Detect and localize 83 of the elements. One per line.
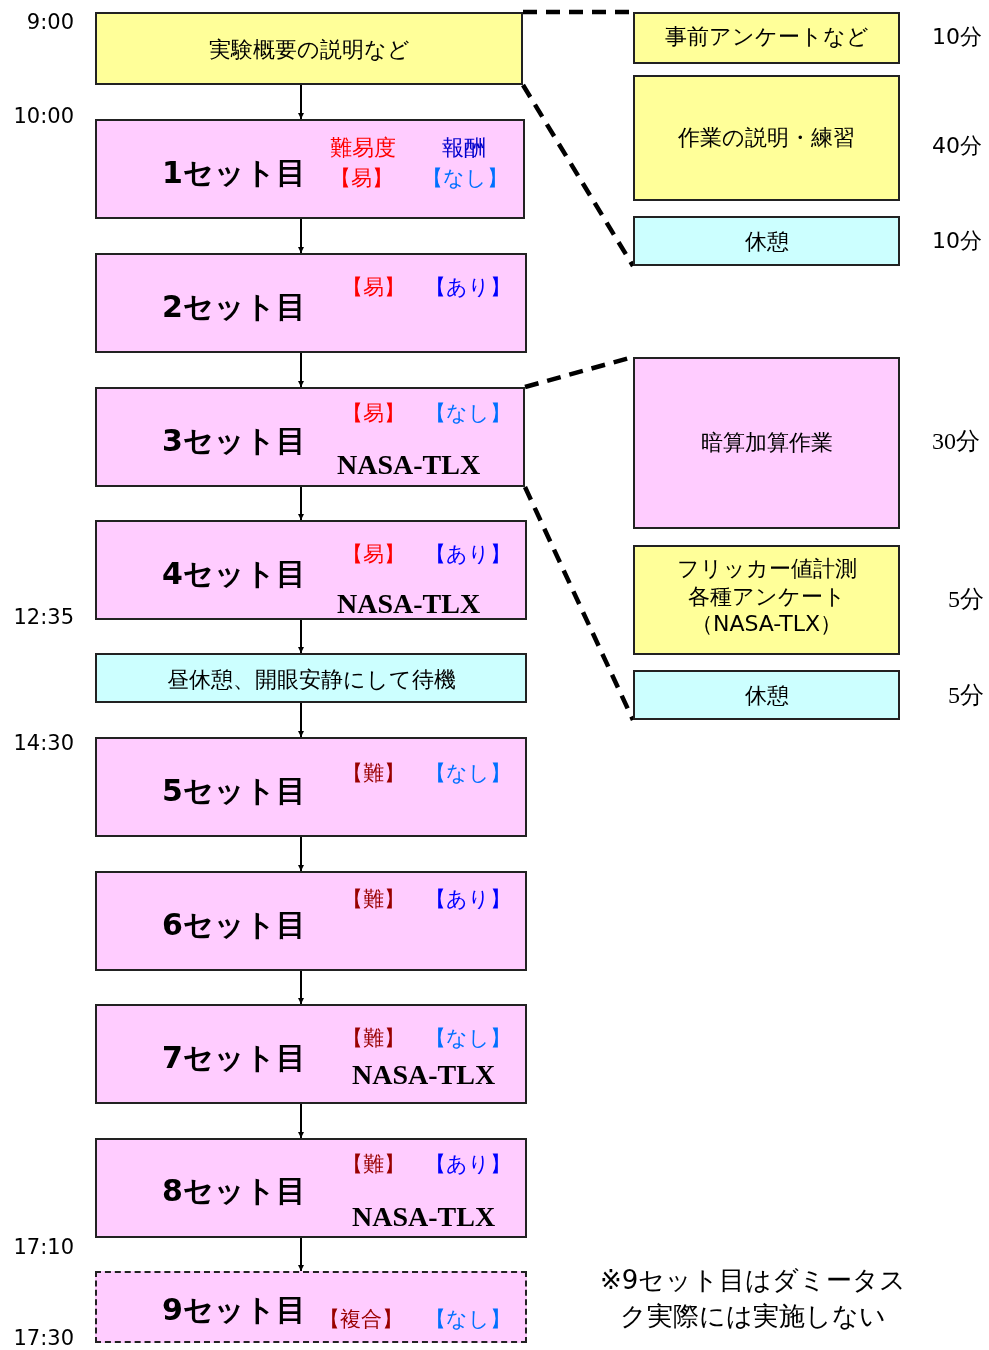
arrow: [298, 1237, 304, 1272]
reward-tag: 【なし】: [422, 166, 508, 191]
arrow: [298, 84, 304, 120]
set-title: 5セット目: [162, 774, 306, 809]
duration-label: 10分: [932, 228, 982, 254]
set-title: 4セット目: [162, 557, 306, 592]
duration-label: 30分: [932, 428, 980, 456]
reward-tag: 【なし】: [425, 401, 511, 426]
set-title: 9セット目: [162, 1293, 306, 1328]
box-label: フリッカー値計測各種アンケート（NASA-TLX）: [675, 555, 858, 638]
duration-label: 5分: [948, 586, 984, 614]
box-label: 昼休憩、開眼安静にして待機: [165, 666, 457, 694]
column-heading: 難易度: [330, 135, 396, 161]
time-label: 10:00: [12, 104, 74, 129]
break-box: [95, 653, 527, 703]
task-box: [633, 545, 900, 655]
box-label: 休憩: [743, 228, 790, 256]
set-box: [95, 1271, 527, 1343]
task-box: [633, 12, 900, 64]
box-label: 暗算加算作業: [699, 429, 834, 457]
reward-tag: 【あり】: [425, 275, 511, 300]
box-label: 休憩: [743, 682, 790, 710]
note-text: ※9セット目はダミータスク実際には実施しない: [598, 1264, 908, 1334]
set-box: [95, 253, 527, 353]
time-label: 12:35: [12, 605, 74, 630]
set-title: 3セット目: [162, 424, 306, 459]
arrow: [298, 1103, 304, 1139]
measure-label: NASA-TLX: [337, 588, 481, 621]
arrow: [298, 352, 304, 388]
arrow: [298, 836, 304, 872]
measure-label: NASA-TLX: [352, 1201, 496, 1234]
reward-tag: 【あり】: [425, 1152, 511, 1177]
time-label: 17:30: [12, 1326, 74, 1350]
difficulty-tag: 【難】: [342, 761, 405, 786]
box-label: 実験概要の説明など: [207, 36, 411, 64]
dashed-line: [522, 486, 636, 721]
duration-label: 40分: [932, 133, 982, 159]
difficulty-tag: 【易】: [330, 166, 393, 191]
reward-tag: 【なし】: [425, 1307, 511, 1332]
duration-label: 10分: [932, 24, 982, 50]
arrow: [298, 218, 304, 254]
time-label: 9:00: [25, 10, 74, 35]
arrow: [298, 970, 304, 1005]
task-box: [633, 357, 900, 529]
break-box: [633, 670, 900, 720]
difficulty-tag: 【難】: [342, 1152, 405, 1177]
task-box: [633, 75, 900, 201]
set-box: [95, 387, 525, 487]
time-label: 17:10: [12, 1235, 74, 1260]
box-label: 事前アンケートなど: [663, 23, 870, 51]
difficulty-tag: 【複合】: [319, 1307, 403, 1332]
reward-tag: 【あり】: [425, 542, 511, 567]
arrow: [298, 486, 304, 521]
measure-label: NASA-TLX: [337, 449, 481, 482]
difficulty-tag: 【難】: [342, 887, 405, 912]
dashed-line: [521, 83, 635, 268]
column-heading: 報酬: [442, 135, 486, 161]
difficulty-tag: 【易】: [342, 275, 405, 300]
reward-tag: 【あり】: [425, 887, 511, 912]
process-box: [95, 12, 523, 85]
box-label: 作業の説明・練習: [677, 124, 856, 152]
duration-label: 5分: [948, 682, 984, 710]
set-box: [95, 119, 525, 219]
set-box: [95, 737, 527, 837]
time-label: 14:30: [12, 731, 74, 756]
set-box: [95, 1138, 527, 1238]
difficulty-tag: 【易】: [342, 542, 405, 567]
difficulty-tag: 【難】: [342, 1026, 405, 1051]
set-box: [95, 520, 527, 620]
set-box: [95, 1004, 527, 1104]
reward-tag: 【なし】: [425, 761, 511, 786]
difficulty-tag: 【易】: [342, 401, 405, 426]
reward-tag: 【なし】: [425, 1026, 511, 1051]
set-title: 7セット目: [162, 1041, 306, 1076]
set-title: 2セット目: [162, 290, 306, 325]
measure-label: NASA-TLX: [352, 1059, 496, 1092]
arrow: [298, 702, 304, 738]
set-title: 1セット目: [162, 156, 306, 191]
set-title: 8セット目: [162, 1174, 306, 1209]
set-title: 6セット目: [162, 908, 306, 943]
break-box: [633, 216, 900, 266]
set-box: [95, 871, 527, 971]
arrow: [298, 619, 304, 654]
